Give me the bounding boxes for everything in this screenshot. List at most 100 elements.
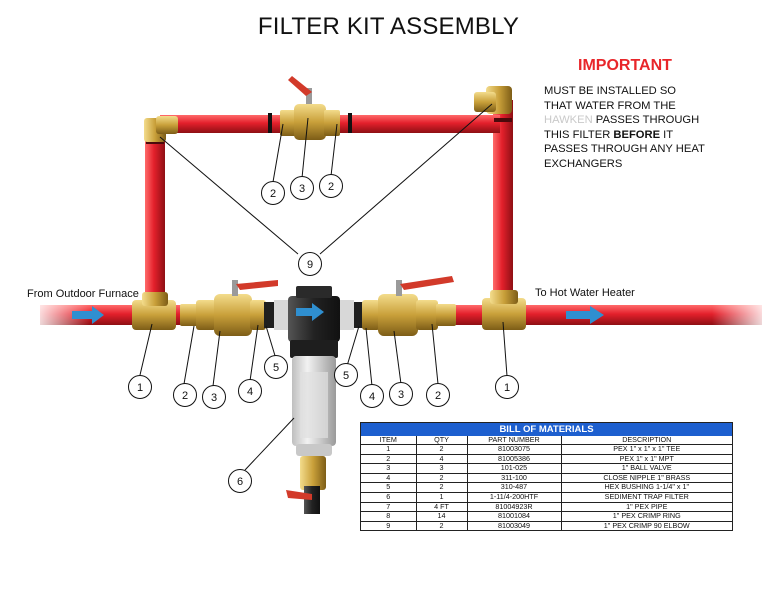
- left-valve-assembly: [180, 280, 288, 336]
- flow-arrows: [72, 303, 604, 324]
- svg-text:5: 5: [343, 370, 349, 382]
- bom-cell: 4: [415, 454, 467, 465]
- svg-text:1: 1: [137, 382, 143, 394]
- important-line: THIS FILTER BEFORE IT: [544, 128, 774, 143]
- important-line-pre: THIS FILTER: [544, 128, 614, 141]
- callout-left-2: 2: [173, 383, 197, 407]
- bom-cell: 1: [361, 444, 416, 455]
- callout-left-3: 3: [202, 385, 226, 409]
- bom-cell: 6: [361, 492, 416, 503]
- bom-cell: 8: [361, 511, 416, 522]
- important-line-pre: EXCHANGERS: [544, 157, 623, 170]
- svg-text:4: 4: [369, 391, 375, 403]
- important-line: HAWKEN PASSES THROUGH: [544, 113, 774, 128]
- bom-header-row: ITEM QTY PART NUMBER DESCRIPTION: [361, 436, 732, 445]
- elbow-top-left: [144, 116, 178, 142]
- bom-cell: 4: [361, 473, 416, 484]
- right-valve-assembly: [340, 276, 456, 336]
- important-line: THAT WATER FROM THE: [544, 99, 774, 114]
- bill-of-materials: BILL OF MATERIALS ITEM QTY PART NUMBER D…: [360, 422, 733, 532]
- bom-cell: SEDIMENT TRAP FILTER: [560, 492, 732, 503]
- bom-cell: 1-11/4-200HTF: [466, 492, 561, 503]
- important-line: EXCHANGERS: [544, 157, 774, 172]
- inlet-label: From Outdoor Furnace: [27, 288, 139, 300]
- bom-cell: PEX 1" x 1" x 1" TEE: [560, 444, 732, 455]
- svg-text:3: 3: [398, 389, 404, 401]
- bom-cell: 101-025: [466, 463, 561, 474]
- outlet-label: To Hot Water Heater: [535, 287, 635, 299]
- bom-cell: 2: [361, 454, 416, 465]
- bom-cell: 1" BALL VALVE: [560, 463, 732, 474]
- left-tee: [132, 292, 176, 330]
- important-line: PASSES THROUGH ANY HEAT: [544, 142, 774, 157]
- callout-right-1: 1: [495, 375, 519, 399]
- bom-cell: 81005386: [466, 454, 561, 465]
- svg-text:2: 2: [328, 181, 334, 193]
- svg-text:2: 2: [270, 188, 276, 200]
- bom-cell: 311-100: [466, 473, 561, 484]
- bom-title: BILL OF MATERIALS: [361, 423, 732, 436]
- bom-header-qty: QTY: [415, 436, 467, 445]
- svg-text:9: 9: [307, 259, 313, 271]
- bom-cell: 81001084: [466, 511, 561, 522]
- bom-cell: 5: [361, 482, 416, 493]
- bom-cell: CLOSE NIPPLE 1" BRASS: [560, 473, 732, 484]
- svg-text:3: 3: [211, 392, 217, 404]
- svg-text:6: 6: [237, 476, 243, 488]
- sediment-filter: [286, 286, 340, 514]
- important-line-pre: MUST BE INSTALLED SO: [544, 85, 677, 97]
- bom-cell: 2: [415, 482, 467, 493]
- svg-text:2: 2: [182, 390, 188, 402]
- important-line-bold: BEFORE: [613, 128, 661, 141]
- bom-cell: 3: [415, 463, 467, 474]
- bom-cell: HEX BUSHING 1-1/4" x 1": [560, 482, 732, 493]
- callout-9: 9: [298, 252, 322, 276]
- leader-lines: [139, 103, 508, 471]
- elbow-top-right: [474, 86, 512, 114]
- bom-cell: 81003049: [466, 521, 561, 531]
- bom-cell: 14: [415, 511, 467, 522]
- callout-6: 6: [228, 469, 252, 493]
- bom-cell: 81004923R: [466, 502, 561, 513]
- callout-left-4: 4: [238, 379, 262, 403]
- important-line-pre: THAT WATER FROM THE: [544, 99, 676, 112]
- bom-cell: 7: [361, 502, 416, 513]
- callout-top-2b: 2: [319, 174, 343, 198]
- callout-right-5: 5: [334, 363, 358, 387]
- important-line-faded: HAWKEN: [544, 114, 593, 126]
- svg-text:4: 4: [247, 386, 253, 398]
- bom-cell: 2: [415, 521, 467, 531]
- bom-cell: 1" PEX PIPE: [560, 502, 732, 513]
- callout-top-2a: 2: [261, 181, 285, 205]
- bom-cell: 2: [415, 473, 467, 484]
- bom-cell: PEX 1" x 1" MPT: [560, 454, 732, 465]
- bom-cell: 1" PEX CRIMP RING: [560, 511, 732, 522]
- callout-left-5: 5: [264, 355, 288, 379]
- svg-text:1: 1: [504, 382, 510, 394]
- callout-top-3: 3: [290, 176, 314, 200]
- callout-right-3: 3: [389, 382, 413, 406]
- bom-cell: 310-487: [466, 482, 561, 493]
- bom-cell: 1: [415, 492, 467, 503]
- important-line-post: IT: [660, 128, 674, 141]
- svg-text:3: 3: [299, 183, 305, 195]
- bom-cell: 4 FT: [415, 502, 467, 513]
- bom-header-item: ITEM: [361, 436, 416, 445]
- important-line-pre: PASSES THROUGH ANY HEAT: [544, 143, 705, 155]
- important-line: MUST BE INSTALLED SO: [544, 84, 774, 99]
- callout-right-2: 2: [426, 383, 450, 407]
- important-heading: IMPORTANT: [578, 57, 672, 74]
- svg-text:2: 2: [435, 390, 441, 402]
- svg-text:5: 5: [273, 362, 279, 374]
- callout-left-1: 1: [128, 375, 152, 399]
